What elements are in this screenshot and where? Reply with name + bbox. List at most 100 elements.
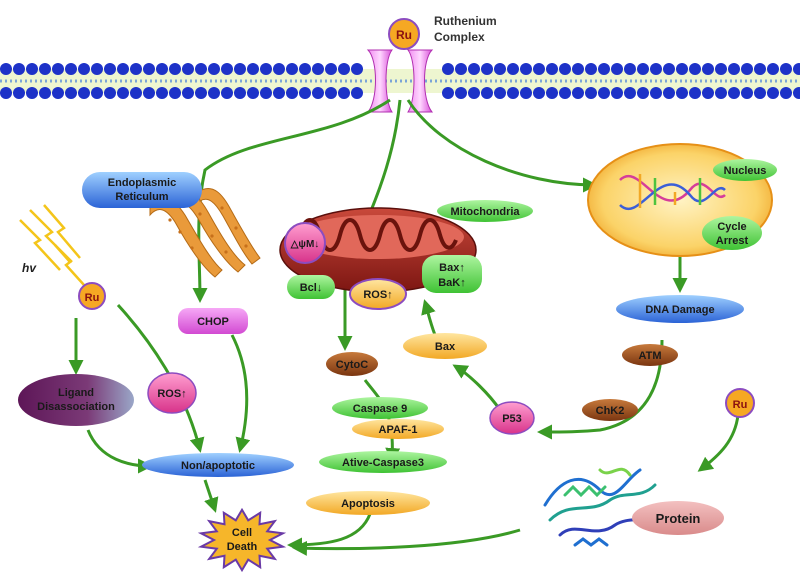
- svg-text:Cycle: Cycle: [717, 221, 746, 233]
- svg-text:Bcl↓: Bcl↓: [300, 282, 323, 294]
- svg-text:Nucleus: Nucleus: [724, 165, 767, 177]
- hv-label: hv: [22, 261, 37, 275]
- lipid-head: [0, 63, 12, 75]
- lipid-head: [624, 87, 636, 99]
- svg-text:Ru: Ru: [396, 28, 412, 42]
- lipid-head: [559, 87, 571, 99]
- atm-node: ATM: [622, 344, 678, 366]
- lipid-head: [598, 87, 610, 99]
- svg-text:Arrest: Arrest: [716, 235, 749, 247]
- apoptosis-node: Apoptosis: [306, 491, 430, 515]
- lipid-head: [754, 63, 766, 75]
- chop-node: CHOP: [178, 308, 248, 334]
- lipid-head: [663, 63, 675, 75]
- lipid-head: [494, 87, 506, 99]
- svg-text:Death: Death: [227, 541, 258, 553]
- lipid-head: [481, 87, 493, 99]
- lipid-head: [637, 63, 649, 75]
- lipid-head: [312, 87, 324, 99]
- cell-death-node: Cell Death: [197, 507, 287, 573]
- lipid-head: [182, 63, 194, 75]
- svg-text:Bax: Bax: [435, 341, 456, 353]
- lipid-head: [182, 87, 194, 99]
- svg-text:P53: P53: [502, 413, 522, 425]
- lipid-head: [91, 63, 103, 75]
- lipid-head: [26, 87, 38, 99]
- svg-text:CHOP: CHOP: [197, 316, 229, 328]
- lipid-head: [572, 63, 584, 75]
- lipid-head: [663, 87, 675, 99]
- lipid-head: [65, 87, 77, 99]
- lipid-head: [468, 63, 480, 75]
- lipid-head: [247, 63, 259, 75]
- svg-text:Cell: Cell: [232, 527, 252, 539]
- lipid-head: [299, 87, 311, 99]
- lipid-head: [559, 63, 571, 75]
- lipid-head: [351, 63, 363, 75]
- lipid-head: [325, 87, 337, 99]
- cell-membrane: [0, 63, 800, 99]
- lipid-head: [767, 87, 779, 99]
- lipid-head: [689, 87, 701, 99]
- svg-text:DNA Damage: DNA Damage: [645, 304, 714, 316]
- lipid-head: [585, 63, 597, 75]
- lipid-head: [221, 87, 233, 99]
- lipid-head: [273, 63, 285, 75]
- svg-text:Ru: Ru: [733, 399, 748, 411]
- lipid-head: [273, 87, 285, 99]
- membrane-potential-node: △ψM↓: [284, 222, 326, 264]
- svg-text:APAF-1: APAF-1: [379, 424, 418, 436]
- lipid-head: [13, 87, 25, 99]
- lipid-head: [299, 63, 311, 75]
- lipid-head: [741, 87, 753, 99]
- lipid-head: [91, 87, 103, 99]
- ligand-disassociation-node: Ligand Disassociation: [18, 374, 134, 426]
- lipid-head: [546, 63, 558, 75]
- lipid-head: [611, 87, 623, 99]
- lipid-head: [624, 63, 636, 75]
- membrane-channel: [366, 49, 434, 113]
- svg-text:ROS↑: ROS↑: [363, 289, 392, 301]
- p53-node: P53: [489, 401, 535, 435]
- lipid-head: [65, 63, 77, 75]
- lipid-head: [52, 63, 64, 75]
- dna-helix-icon: [619, 174, 726, 211]
- svg-text:CytoC: CytoC: [336, 359, 368, 371]
- ruthenium-label-2: Complex: [434, 30, 485, 44]
- lipid-head: [455, 63, 467, 75]
- lipid-head: [611, 63, 623, 75]
- light-ru-badge: Ru: [78, 282, 106, 310]
- lipid-head: [650, 87, 662, 99]
- lipid-head: [169, 63, 181, 75]
- svg-text:Non/apoptotic: Non/apoptotic: [181, 460, 255, 472]
- lipid-head: [533, 87, 545, 99]
- caspase9-node: Caspase 9: [332, 397, 428, 419]
- lipid-head: [195, 63, 207, 75]
- svg-text:Mitochondria: Mitochondria: [450, 206, 520, 218]
- ruthenium-label-1: Ruthenium: [434, 14, 497, 28]
- lipid-head: [442, 63, 454, 75]
- lipid-head: [260, 63, 272, 75]
- bcl-node: Bcl↓: [287, 275, 335, 299]
- lipid-head: [130, 87, 142, 99]
- lipid-head: [286, 87, 298, 99]
- bax-bak-node: Bax↑ BaK↑: [422, 255, 482, 293]
- lipid-head: [247, 87, 259, 99]
- nucleus-label: Nucleus: [713, 159, 777, 181]
- svg-text:Reticulum: Reticulum: [115, 191, 168, 203]
- er-label: Endoplasmic Reticulum: [82, 172, 202, 208]
- svg-text:Apoptosis: Apoptosis: [341, 498, 395, 510]
- lipid-head: [208, 63, 220, 75]
- svg-text:Ru: Ru: [85, 292, 100, 304]
- lipid-head: [650, 63, 662, 75]
- protein-ru-badge: Ru: [725, 388, 755, 418]
- lipid-head: [260, 87, 272, 99]
- lipid-head: [143, 63, 155, 75]
- svg-text:Caspase 9: Caspase 9: [353, 403, 407, 415]
- lipid-head: [26, 63, 38, 75]
- lipid-head: [702, 87, 714, 99]
- lipid-head: [715, 63, 727, 75]
- lipid-head: [156, 87, 168, 99]
- lipid-head: [767, 63, 779, 75]
